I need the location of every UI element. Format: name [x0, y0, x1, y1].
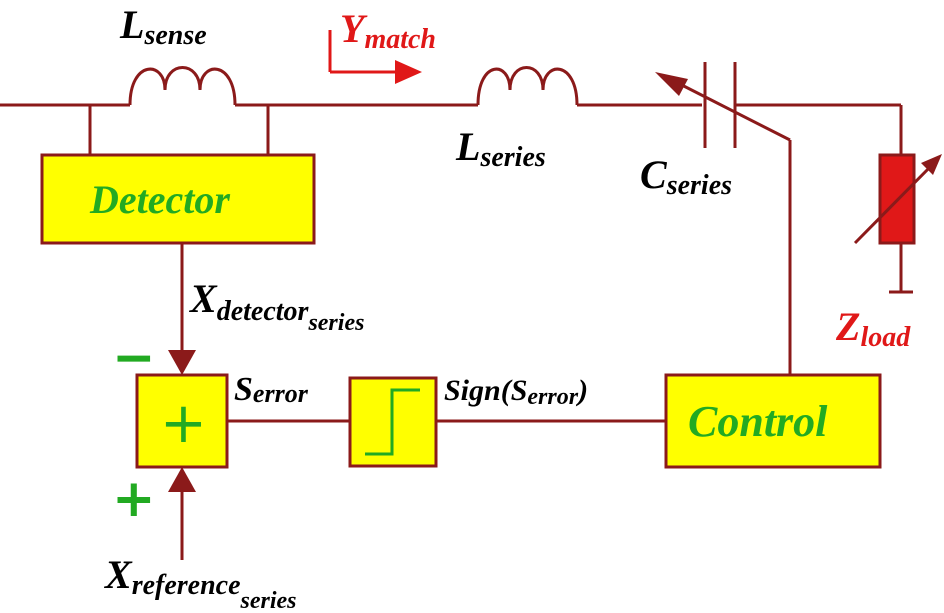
detector-block [40, 153, 316, 245]
z-load-variable-arrow [921, 154, 942, 175]
s-error-label: Serror [234, 371, 309, 408]
c-series-tuning-line [667, 76, 791, 142]
reference-input-arrow [168, 467, 196, 492]
plus-sign: + [112, 469, 156, 529]
detector-output-arrow [168, 350, 196, 375]
l-sense-inductor [128, 66, 237, 106]
y-match-label: Ymatch [340, 6, 436, 55]
x-detector-series-label: Xdetectorseries [188, 276, 364, 336]
minus-sign: − [112, 328, 156, 388]
sign-function-icon [365, 388, 420, 456]
z-load-variable-line [853, 161, 936, 245]
z-load-label: Zload [835, 304, 911, 353]
summer-block [135, 373, 229, 469]
detector-block-label: Detector [89, 177, 230, 222]
summer-plus-icon: + [160, 391, 207, 456]
c-series-tuning-arrow [655, 72, 688, 96]
l-series-inductor [476, 66, 579, 106]
sign-s-error-label: Sign(Serror) [444, 374, 588, 410]
c-series-label: Cseries [640, 152, 732, 201]
control-block [664, 373, 882, 469]
l-sense-label: Lsense [119, 2, 207, 51]
l-series-label: Lseries [455, 124, 546, 173]
control-block-label: Control [688, 397, 828, 446]
y-match-arrowhead [395, 60, 422, 84]
x-reference-series-label: Xreferenceseries [103, 552, 297, 613]
